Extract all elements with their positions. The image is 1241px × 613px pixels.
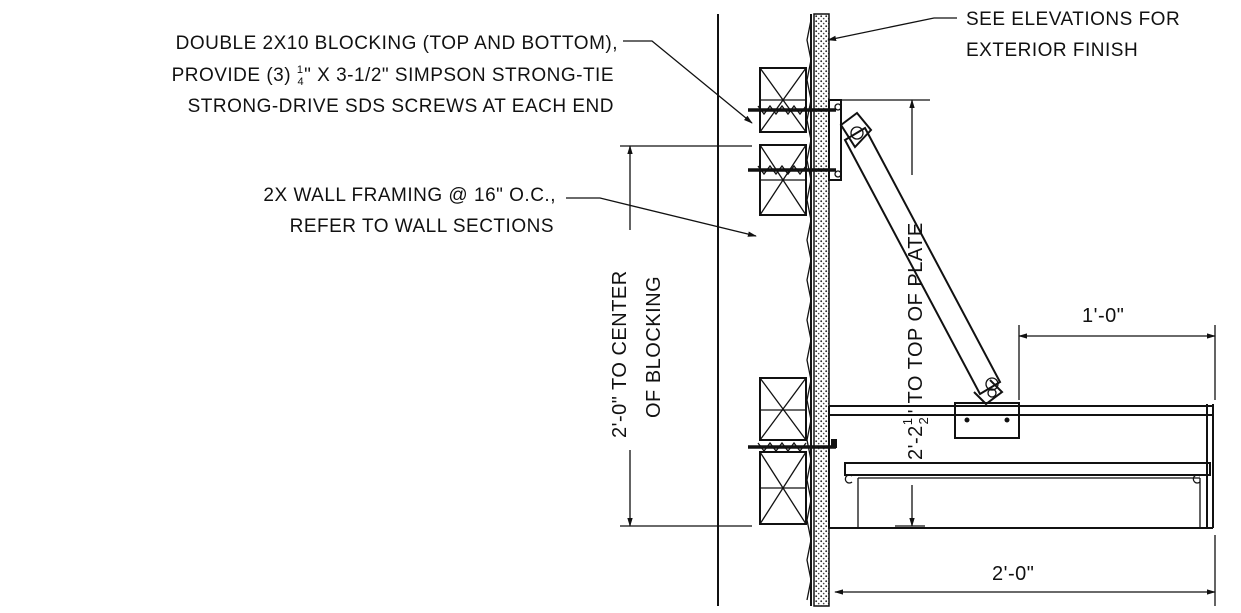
dim-label-to-center-1: 2'-0" TO CENTER bbox=[609, 270, 631, 438]
lower-double-blocking bbox=[748, 377, 836, 525]
upper-bracket-clevis bbox=[839, 111, 873, 149]
dim-label-to-center-2: OF BLOCKING bbox=[643, 276, 665, 418]
canopy-lower-channel bbox=[844, 462, 1211, 476]
framing-note-line-2: REFER TO WALL SECTIONS bbox=[290, 216, 554, 237]
framing-note: 2X WALL FRAMING @ 16" O.C., REFER TO WAL… bbox=[263, 185, 556, 237]
blocking-note-line-3: STRONG-DRIVE SDS SCREWS AT EACH END bbox=[188, 96, 614, 117]
exterior-sheathing-finish bbox=[813, 13, 830, 607]
dim-label-to-top-of-plate: 2'-212" TO TOP OF PLATE bbox=[900, 222, 931, 460]
wall-mount-plate bbox=[828, 99, 842, 181]
dimension-to-center-blocking bbox=[620, 145, 752, 527]
finish-note: SEE ELEVATIONS FOR EXTERIOR FINISH bbox=[966, 9, 1180, 61]
dim-label-projection-full: 2'-0" bbox=[992, 563, 1034, 585]
blocking-note: DOUBLE 2X10 BLOCKING (TOP AND BOTTOM), P… bbox=[172, 33, 618, 117]
finish-note-line-1: SEE ELEVATIONS FOR bbox=[966, 9, 1180, 30]
weather-barrier-zigzag bbox=[806, 19, 812, 601]
lower-blocking-piece bbox=[759, 377, 807, 441]
framing-note-line-1: 2X WALL FRAMING @ 16" O.C., bbox=[263, 185, 556, 206]
leader-framing-note bbox=[566, 197, 757, 237]
dimension-projection-short bbox=[1018, 325, 1216, 400]
canopy-connection-plate bbox=[954, 402, 1020, 439]
upper-double-blocking bbox=[748, 67, 836, 216]
leader-finish-note bbox=[827, 17, 957, 41]
wall-assembly bbox=[717, 13, 830, 607]
canopy-support-bracket bbox=[828, 99, 1020, 439]
dimension-projection-full bbox=[834, 535, 1216, 606]
leader-blocking-note bbox=[623, 40, 753, 124]
blocking-note-line-1: DOUBLE 2X10 BLOCKING (TOP AND BOTTOM), bbox=[176, 33, 618, 54]
dim-label-projection-short: 1'-0" bbox=[1082, 305, 1124, 327]
sds-screws-upper bbox=[748, 104, 836, 176]
sds-screws-lower bbox=[748, 441, 836, 453]
dimension-to-top-of-plate bbox=[840, 99, 930, 527]
diagonal-strut-arm bbox=[843, 126, 1002, 396]
finish-note-line-2: EXTERIOR FINISH bbox=[966, 40, 1138, 61]
leader-lines bbox=[566, 17, 957, 237]
canopy-frame bbox=[828, 404, 1214, 529]
